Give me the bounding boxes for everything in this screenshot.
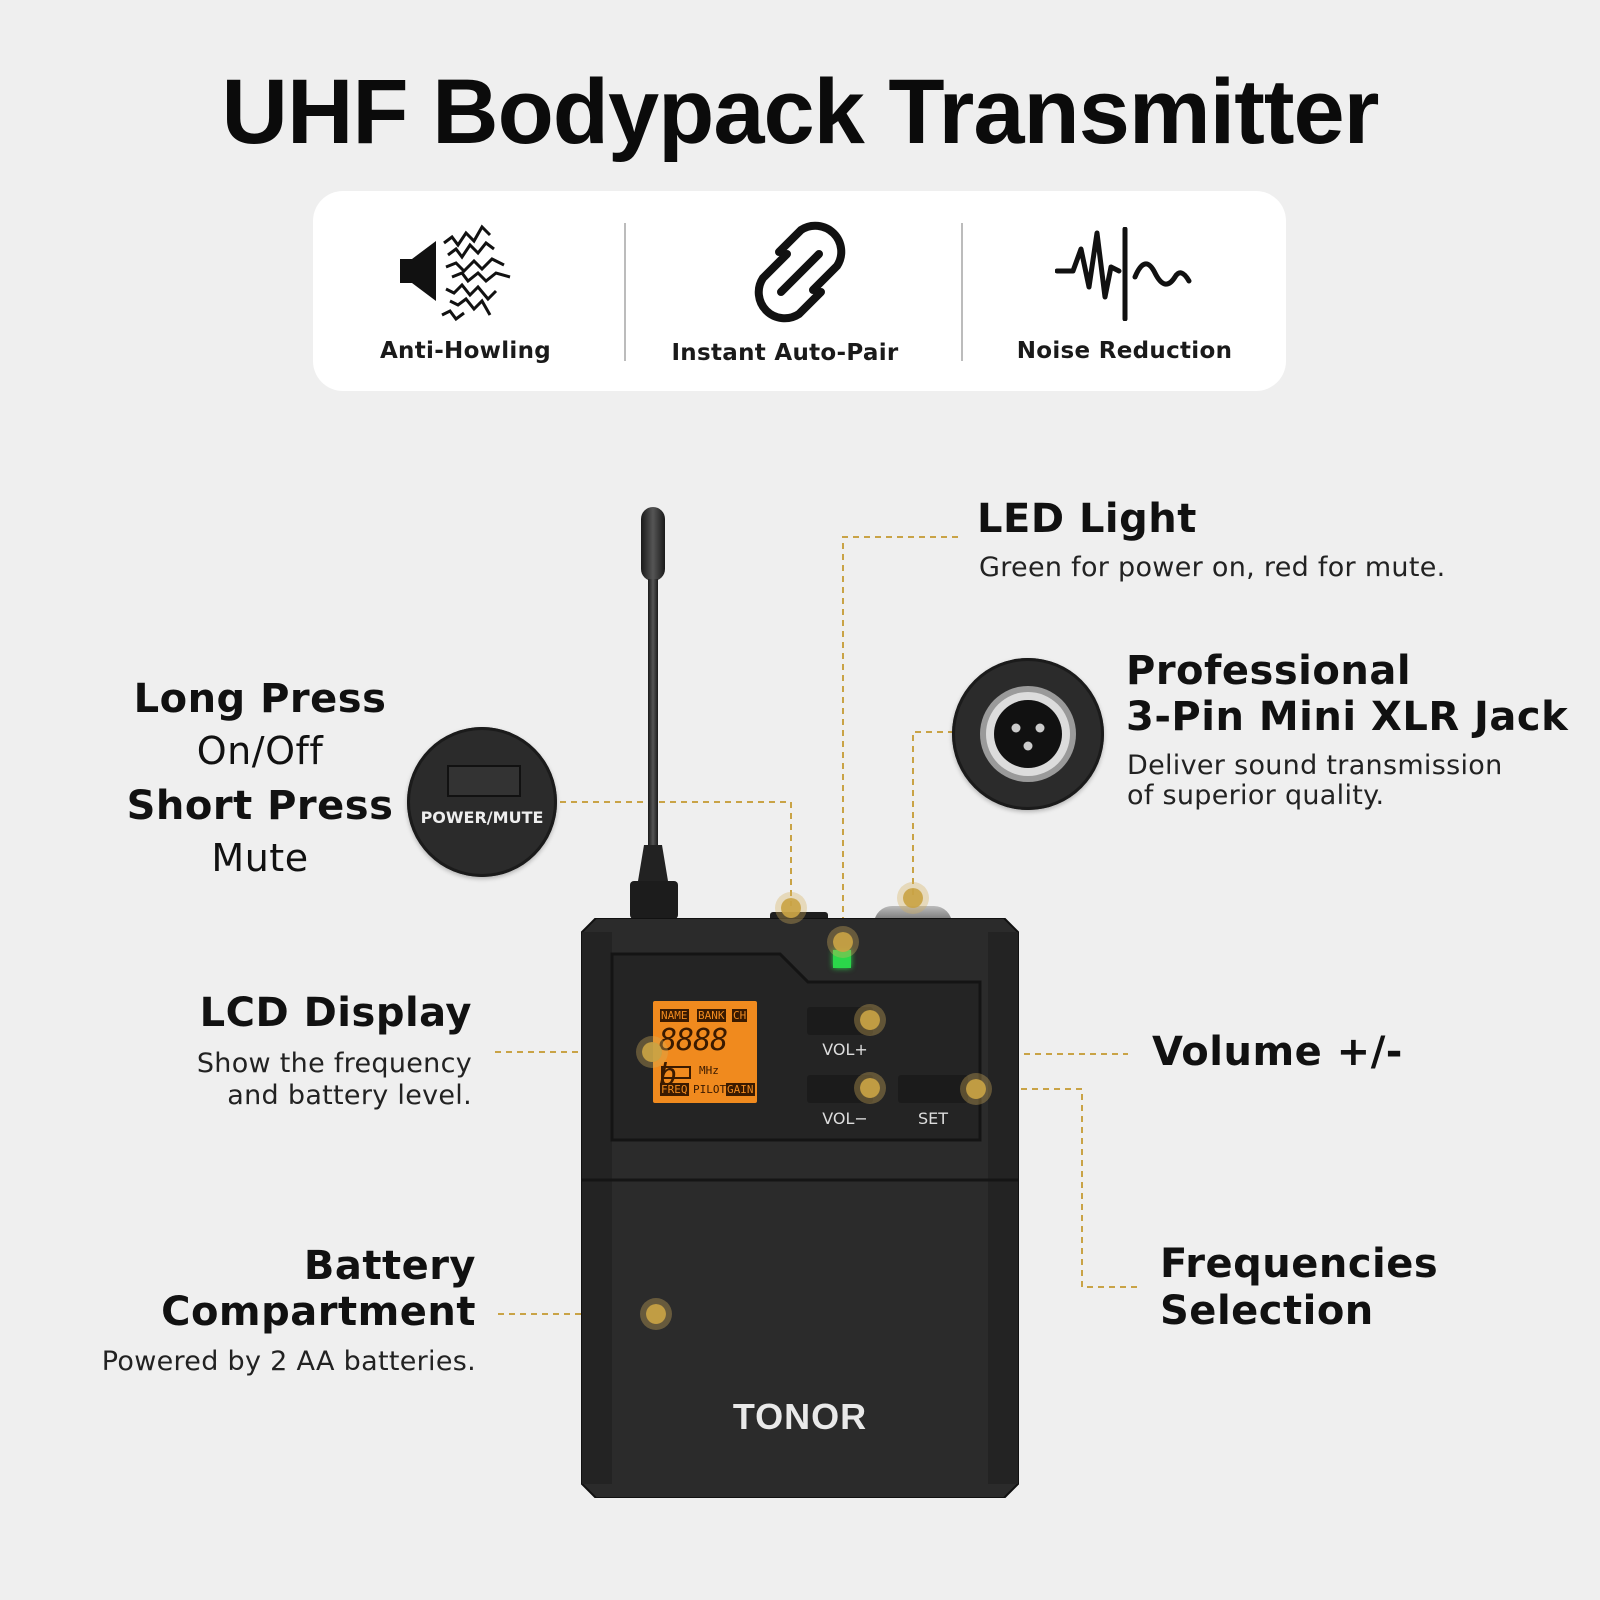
lcd-tag-gain: GAIN xyxy=(726,1083,755,1096)
lcd-callout-desc1: Show the frequency xyxy=(196,1048,472,1079)
lcd-display: NAME BANK CH 8888 b MHz FREQ PILOT GAIN xyxy=(653,1001,757,1103)
battery-callout-title1: Battery xyxy=(303,1243,476,1289)
feature-anti-howling: Anti-Howling xyxy=(313,191,618,391)
xlr-hotspot xyxy=(903,888,923,908)
led-hotspot xyxy=(833,932,853,952)
set-label: SET xyxy=(917,1109,949,1128)
xlr-callout-title2: 3-Pin Mini XLR Jack xyxy=(1126,694,1569,740)
lcd-tag-ch: CH xyxy=(732,1009,748,1022)
battery-callout-title2: Compartment xyxy=(161,1289,476,1335)
feature-label: Anti-Howling xyxy=(379,338,552,364)
lcd-callout-title: LCD Display xyxy=(199,990,472,1036)
antenna xyxy=(630,507,678,919)
freq-callout-title1: Frequencies xyxy=(1160,1241,1439,1287)
power-button-zoom: POWER/MUTE xyxy=(407,727,557,877)
power-hotspot xyxy=(781,898,801,918)
lcd-hotspot xyxy=(642,1042,662,1062)
lcd-tag-pilot: PILOT xyxy=(693,1083,727,1096)
divider xyxy=(624,223,626,361)
vol-minus-hotspot xyxy=(860,1078,880,1098)
lcd-tag-freq: FREQ xyxy=(660,1083,689,1096)
lcd-tag-name: NAME xyxy=(660,1009,689,1022)
power-callout-title1: Long Press xyxy=(133,676,387,722)
speaker-waves-icon xyxy=(400,224,511,322)
freq-callout-title2: Selection xyxy=(1160,1288,1374,1334)
set-button[interactable] xyxy=(898,1075,968,1103)
feature-auto-pair: Instant Auto-Pair xyxy=(625,191,945,391)
feature-label: Noise Reduction xyxy=(1016,338,1233,364)
xlr-callout-title1: Professional xyxy=(1126,648,1412,694)
lcd-callout-desc2: and battery level. xyxy=(227,1080,472,1111)
power-callout-text1: On/Off xyxy=(196,729,324,773)
link-icon xyxy=(754,221,846,323)
led-callout-title: LED Light xyxy=(977,496,1197,542)
brand-logo: TONOR xyxy=(732,1396,868,1437)
vol-minus-label: VOL− xyxy=(822,1109,868,1128)
xlr-jack-zoom xyxy=(952,658,1104,810)
battery-callout-desc: Powered by 2 AA batteries. xyxy=(101,1346,476,1377)
feature-label: Instant Auto-Pair xyxy=(671,340,899,366)
divider xyxy=(961,223,963,361)
led-callout-desc: Green for power on, red for mute. xyxy=(979,552,1446,583)
xlr-jack-icon xyxy=(980,686,1076,782)
volume-callout-title: Volume +/- xyxy=(1152,1029,1403,1075)
battery-hotspot xyxy=(646,1304,666,1324)
lcd-unit: MHz xyxy=(699,1064,719,1077)
feature-bar: Anti-Howling Instant Auto-Pair Noise Red… xyxy=(313,191,1286,391)
lcd-tag-bank: BANK xyxy=(697,1009,726,1022)
power-callout-text2: Mute xyxy=(211,836,309,880)
led-light xyxy=(833,950,851,968)
battery-icon xyxy=(661,1066,691,1079)
waveform-icon xyxy=(1055,227,1192,321)
set-hotspot xyxy=(966,1079,986,1099)
feature-noise-reduction: Noise Reduction xyxy=(963,191,1286,391)
xlr-callout-desc1: Deliver sound transmission xyxy=(1127,750,1503,781)
page-title: UHF Bodypack Transmitter xyxy=(221,61,1380,163)
power-callout-title2: Short Press xyxy=(126,783,394,829)
xlr-callout-desc2: of superior quality. xyxy=(1127,780,1385,811)
vol-plus-label: VOL+ xyxy=(822,1040,868,1059)
power-mute-switch[interactable] xyxy=(447,765,521,797)
power-mute-label: POWER/MUTE xyxy=(420,808,544,827)
vol-plus-hotspot xyxy=(860,1010,880,1030)
